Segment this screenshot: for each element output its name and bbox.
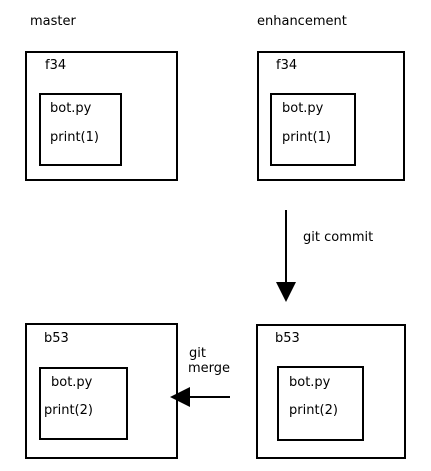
merge-arrow-label-line1: git — [189, 346, 206, 361]
file-code: print(2) — [289, 403, 338, 418]
file-name: bot.py — [289, 375, 331, 390]
commit-box-master-b53: b53 bot.py print(2) — [25, 323, 178, 459]
commit-id: f34 — [45, 58, 66, 73]
commit-box-master-f34: f34 bot.py print(1) — [25, 51, 178, 181]
commit-id: b53 — [275, 331, 300, 346]
file-name: bot.py — [282, 101, 324, 116]
file-name: bot.py — [51, 375, 93, 390]
file-box: bot.py print(1) — [270, 93, 356, 166]
file-box: bot.py print(1) — [39, 93, 122, 166]
file-code: print(1) — [282, 130, 331, 145]
file-name: bot.py — [50, 101, 92, 116]
branch-label-master: master — [30, 14, 76, 29]
file-code: print(1) — [50, 130, 99, 145]
commit-box-enhancement-b53: b53 bot.py print(2) — [256, 324, 406, 459]
commit-box-enhancement-f34: f34 bot.py print(1) — [257, 51, 405, 181]
merge-arrow-label-line2: merge — [188, 361, 230, 376]
commit-id: f34 — [276, 58, 297, 73]
file-box: bot.py print(2) — [39, 367, 128, 440]
commit-arrow-label: git commit — [303, 230, 373, 245]
branch-label-enhancement: enhancement — [257, 14, 347, 29]
file-code: print(2) — [44, 403, 93, 418]
file-box: bot.py print(2) — [277, 366, 364, 441]
commit-id: b53 — [44, 331, 69, 346]
